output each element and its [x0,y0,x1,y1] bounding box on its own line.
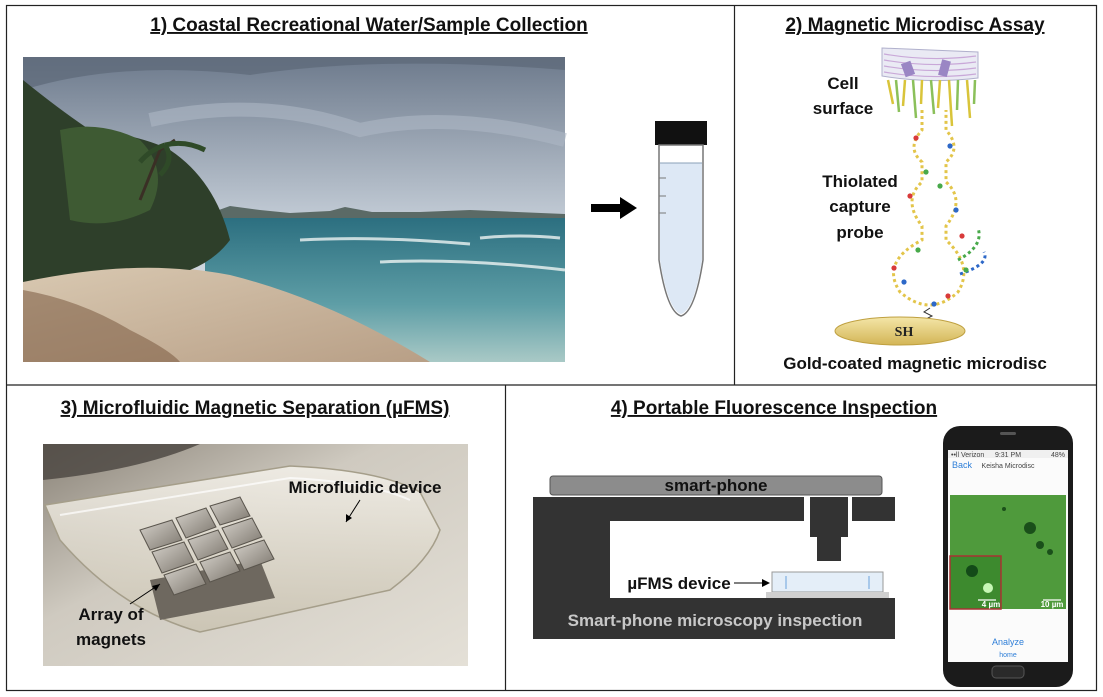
microfluidic-device-label: Microfluidic device [288,478,441,497]
microdisc-label: Gold-coated magnetic microdisc [783,354,1047,373]
scale-bar-inset: 4 µm [982,600,1000,609]
panel-3-title: 3) Microfluidic Magnetic Separation (µFM… [61,398,450,419]
magnets-label-line-2: magnets [76,630,146,649]
home-button[interactable] [991,665,1025,679]
probe-label-line-2: capture [829,197,890,216]
scale-bar-main: 10 µm [1041,600,1064,609]
panel-4-title: 4) Portable Fluorescence Inspection [611,398,937,419]
panel-2: 2) Magnetic Microdisc Assay [783,15,1047,373]
status-battery: 48% [1051,452,1065,459]
analyze-button[interactable]: Analyze [992,637,1024,647]
magnet-array [139,496,275,620]
smartphone-device: ••ll Verizon 9:31 PM 48% Back Keisha Mic… [943,426,1073,687]
back-link[interactable]: Back [952,460,973,470]
cell-surface-illustration [881,47,979,127]
microscopy-apparatus [533,475,895,639]
arrow-right-icon [591,197,637,219]
probe-label-line-3: probe [836,223,883,242]
ufms-device-label: µFMS device [627,574,730,593]
panel-1: 1) Coastal Recreational Water/Sample Col… [23,15,707,362]
arrow-ufms-icon [762,579,770,587]
microfluidic-photo [43,444,468,666]
gold-microdisc [834,316,966,346]
panel-4: 4) Portable Fluorescence Inspection smar… [533,398,1073,687]
beach-photo [23,57,567,362]
arrow-device-icon [346,514,352,522]
capture-probe-illustration [891,110,987,329]
panel-3: 3) Microfluidic Magnetic Separation (µFM… [43,398,468,666]
status-time: 9:31 PM [995,452,1021,459]
probe-label-line-1: Thiolated [822,172,898,191]
sample-tube [655,121,707,317]
smartphone-label: smart-phone [665,476,768,495]
panel-2-title: 2) Magnetic Microdisc Assay [785,15,1044,36]
arrow-magnets-icon [152,584,160,591]
cell-surface-label-line-1: Cell [827,74,858,93]
panel-1-title: 1) Coastal Recreational Water/Sample Col… [150,15,587,36]
figure-frame [5,4,1098,692]
thiol-group-label: SH [895,325,914,340]
status-carrier: ••ll Verizon [951,452,984,459]
cell-surface-label-line-2: surface [813,99,873,118]
magnets-label-line-1: Array of [78,605,144,624]
ufms-device [771,571,884,593]
smartphone-bar [549,475,883,496]
home-link[interactable]: home [999,652,1017,659]
app-title: Keisha Microdisc [982,463,1035,470]
inspection-label: Smart-phone microscopy inspection [568,611,863,630]
